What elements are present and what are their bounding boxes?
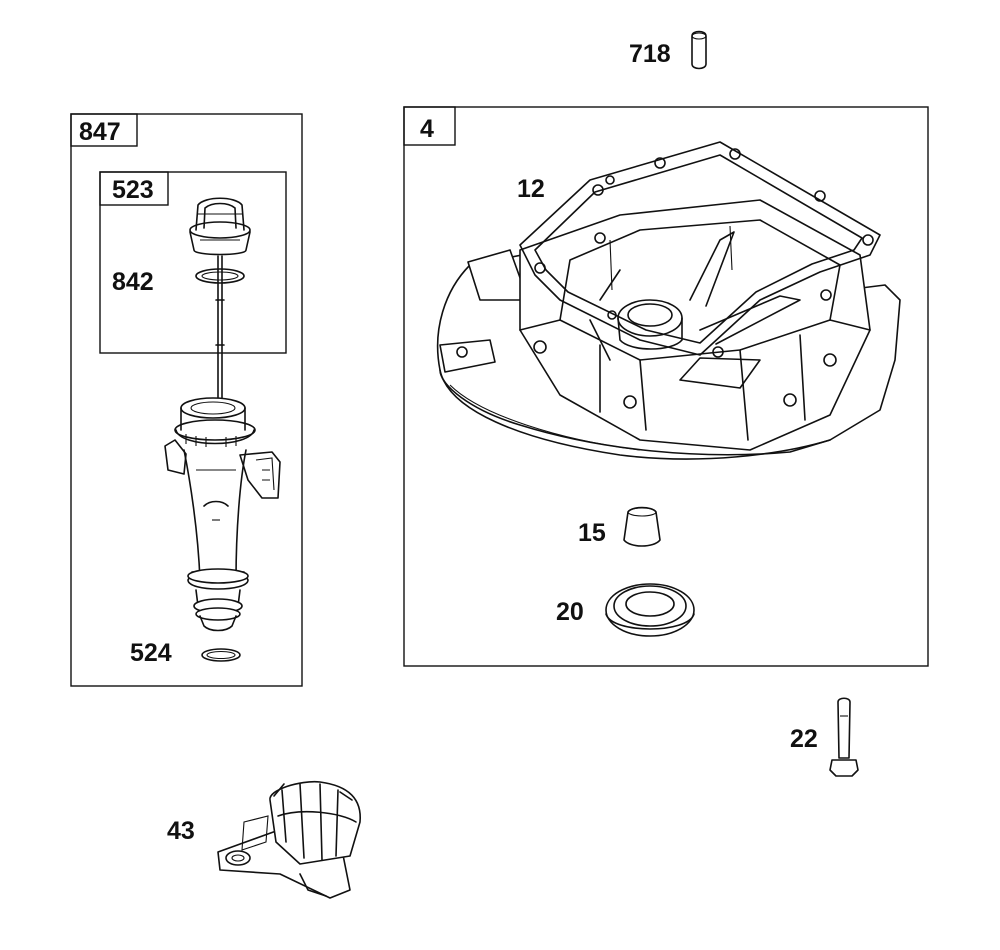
label-847: 847 bbox=[79, 118, 121, 146]
label-718: 718 bbox=[629, 40, 671, 68]
gasket-drawing bbox=[519, 141, 881, 358]
screw-drawing bbox=[829, 697, 859, 777]
box-4-tag bbox=[403, 106, 456, 146]
box-523-tag bbox=[99, 171, 169, 206]
box-523: 523 bbox=[99, 171, 287, 354]
label-4: 4 bbox=[420, 115, 434, 143]
box-847: 847 bbox=[70, 113, 303, 687]
label-524: 524 bbox=[130, 639, 172, 667]
oil-seal-drawing bbox=[605, 583, 695, 637]
label-12: 12 bbox=[517, 175, 545, 203]
box-4-frame bbox=[403, 106, 929, 667]
tube-o-ring-drawing bbox=[201, 648, 241, 662]
oil-fill-tube-drawing bbox=[164, 397, 281, 632]
label-20: 20 bbox=[556, 598, 584, 626]
plug-drawing bbox=[623, 506, 661, 547]
box-4: 4 bbox=[403, 106, 929, 667]
label-22: 22 bbox=[790, 725, 818, 753]
label-15: 15 bbox=[578, 519, 606, 547]
pin-drawing bbox=[691, 30, 707, 70]
dipstick-cap-drawing bbox=[189, 197, 251, 256]
label-523: 523 bbox=[112, 176, 154, 204]
dipstick-rod-drawing bbox=[215, 255, 225, 401]
dipstick-o-ring-drawing bbox=[195, 268, 245, 284]
box-523-frame bbox=[99, 171, 287, 354]
label-842: 842 bbox=[112, 268, 154, 296]
box-847-frame bbox=[70, 113, 303, 687]
crankcase-cover-drawing bbox=[436, 199, 901, 460]
label-43: 43 bbox=[167, 817, 195, 845]
governor-drawing bbox=[217, 780, 361, 899]
box-847-tag bbox=[70, 113, 138, 147]
